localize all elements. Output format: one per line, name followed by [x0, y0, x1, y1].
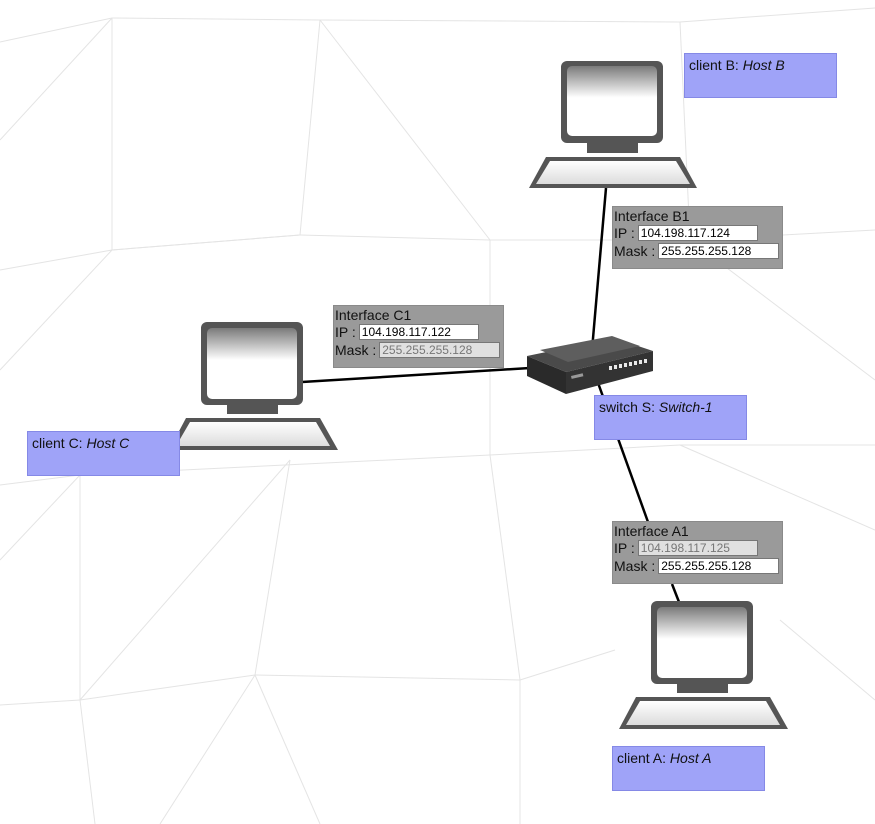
interface-a1-panel: Interface A1 IP : Mask : [612, 521, 783, 584]
mask-input [379, 342, 501, 358]
client-c-label[interactable]: client C: Host C [27, 431, 180, 476]
mask-label: Mask : [614, 558, 656, 574]
computer-host-c-icon[interactable] [169, 322, 338, 450]
client-b-label[interactable]: client B: Host B [684, 53, 837, 98]
switch-label[interactable]: switch S: Switch-1 [594, 395, 747, 440]
link-a1-host-a [670, 583, 681, 603]
switch-icon[interactable] [527, 336, 653, 394]
interface-title: Interface A1 [614, 523, 689, 539]
client-type-label: client A: [617, 750, 667, 766]
interface-c1-panel: Interface C1 IP : Mask : [333, 305, 504, 368]
client-name: Host B [742, 57, 785, 73]
link-b1-switch [590, 187, 608, 351]
ip-input[interactable] [358, 324, 479, 340]
interface-b1-panel: Interface B1 IP : Mask : [612, 206, 783, 269]
client-name: Host A [669, 750, 712, 766]
computer-host-b-icon[interactable] [529, 61, 697, 188]
mask-input[interactable] [658, 243, 780, 259]
client-type-label: client B: [689, 57, 739, 73]
ip-label: IP : [614, 225, 635, 241]
switch-type-label: switch S: [599, 399, 656, 415]
client-name: Host C [86, 435, 130, 451]
switch-name: Switch-1 [658, 399, 713, 415]
link-c1-switch [301, 366, 531, 384]
mask-input[interactable] [658, 558, 780, 574]
computer-host-a-icon[interactable] [619, 601, 788, 729]
client-a-label[interactable]: client A: Host A [612, 746, 765, 791]
mask-label: Mask : [614, 243, 656, 259]
mask-label: Mask : [335, 342, 377, 358]
client-type-label: client C: [32, 435, 83, 451]
ip-label: IP : [614, 540, 635, 556]
interface-title: Interface C1 [335, 307, 412, 323]
interface-title: Interface B1 [614, 208, 690, 224]
ip-input[interactable] [637, 225, 758, 241]
ip-label: IP : [335, 324, 356, 340]
ip-input [637, 540, 758, 556]
